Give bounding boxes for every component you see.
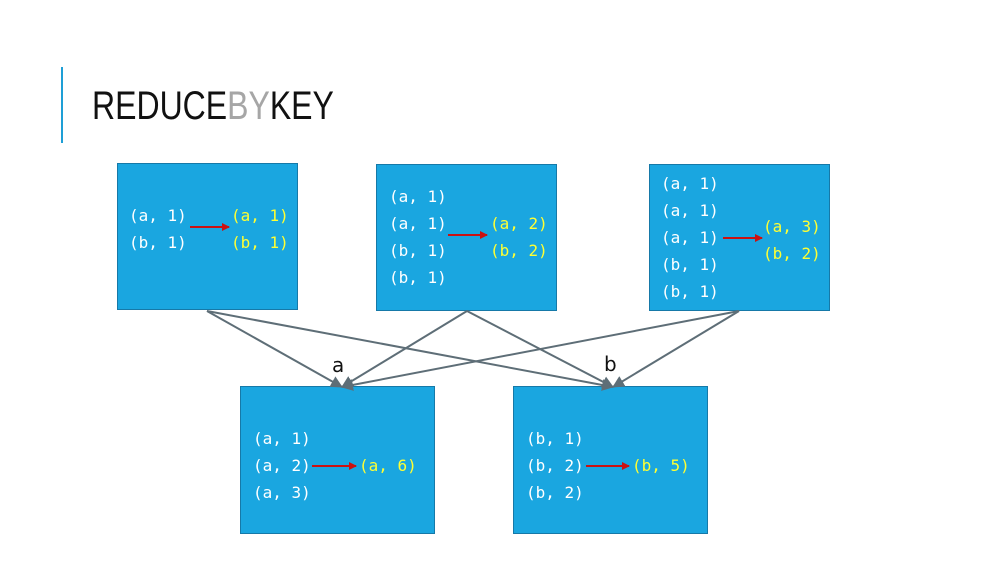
partition-box-3: (a, 1) (a, 1) (a, 1) (b, 1) (b, 1) (a, 3… <box>649 164 830 311</box>
reducer-b-input-2: (b, 2) <box>526 456 584 475</box>
shuffle-line-p1-to-a <box>206 310 343 388</box>
partition-1-output-2: (b, 1) <box>231 233 289 252</box>
partition-2-input-1: (a, 1) <box>389 187 447 206</box>
reducer-key-label-a: a <box>332 353 345 377</box>
shuffle-line-p3-to-b <box>612 310 740 388</box>
shuffle-line-p2-to-a <box>341 310 468 388</box>
partition-1-input-1: (a, 1) <box>129 206 187 225</box>
title-accent-bar <box>61 67 63 143</box>
partition-3-input-3: (a, 1) <box>661 228 719 247</box>
reducer-box-b: (b, 1) (b, 2) (b, 2) (b, 5) <box>513 386 708 534</box>
reducer-a-input-2: (a, 2) <box>253 456 311 475</box>
reducer-a-input-3: (a, 3) <box>253 483 311 502</box>
partition-2-output-2: (b, 2) <box>490 241 548 260</box>
partition-3-input-4: (b, 1) <box>661 255 719 274</box>
partition-box-2: (a, 1) (a, 1) (b, 1) (b, 1) (a, 2) (b, 2… <box>376 164 557 311</box>
partition-3-input-1: (a, 1) <box>661 174 719 193</box>
reducer-b-output-1: (b, 5) <box>632 456 690 475</box>
title-part-reduce: REDUCE <box>92 84 228 128</box>
partition-2-input-2: (a, 1) <box>389 214 447 233</box>
reducer-a-output-1: (a, 6) <box>359 456 417 475</box>
partition-2-input-3: (b, 1) <box>389 241 447 260</box>
reducer-key-label-b: b <box>604 352 617 376</box>
slide-title: REDUCEBYKEY <box>92 84 334 128</box>
shuffle-line-p2-to-b <box>466 310 614 388</box>
title-part-by: BY <box>227 84 270 128</box>
partition-3-input-2: (a, 1) <box>661 201 719 220</box>
partition-3-output-2: (b, 2) <box>763 244 821 263</box>
partition-2-output-1: (a, 2) <box>490 214 548 233</box>
partition-3-input-5: (b, 1) <box>661 282 719 301</box>
reducer-b-input-3: (b, 2) <box>526 483 584 502</box>
partition-3-output-1: (a, 3) <box>763 217 821 236</box>
partition-box-1: (a, 1) (b, 1) (a, 1) (b, 1) <box>117 163 298 310</box>
reducer-b-input-1: (b, 1) <box>526 429 584 448</box>
shuffle-line-p3-to-a <box>341 310 740 391</box>
partition-1-output-1: (a, 1) <box>231 206 289 225</box>
title-part-key: KEY <box>269 84 334 128</box>
reducer-a-input-1: (a, 1) <box>253 429 311 448</box>
shuffle-line-p1-to-b <box>206 310 614 391</box>
reducer-box-a: (a, 1) (a, 2) (a, 3) (a, 6) <box>240 386 435 534</box>
partition-2-input-4: (b, 1) <box>389 268 447 287</box>
partition-1-input-2: (b, 1) <box>129 233 187 252</box>
